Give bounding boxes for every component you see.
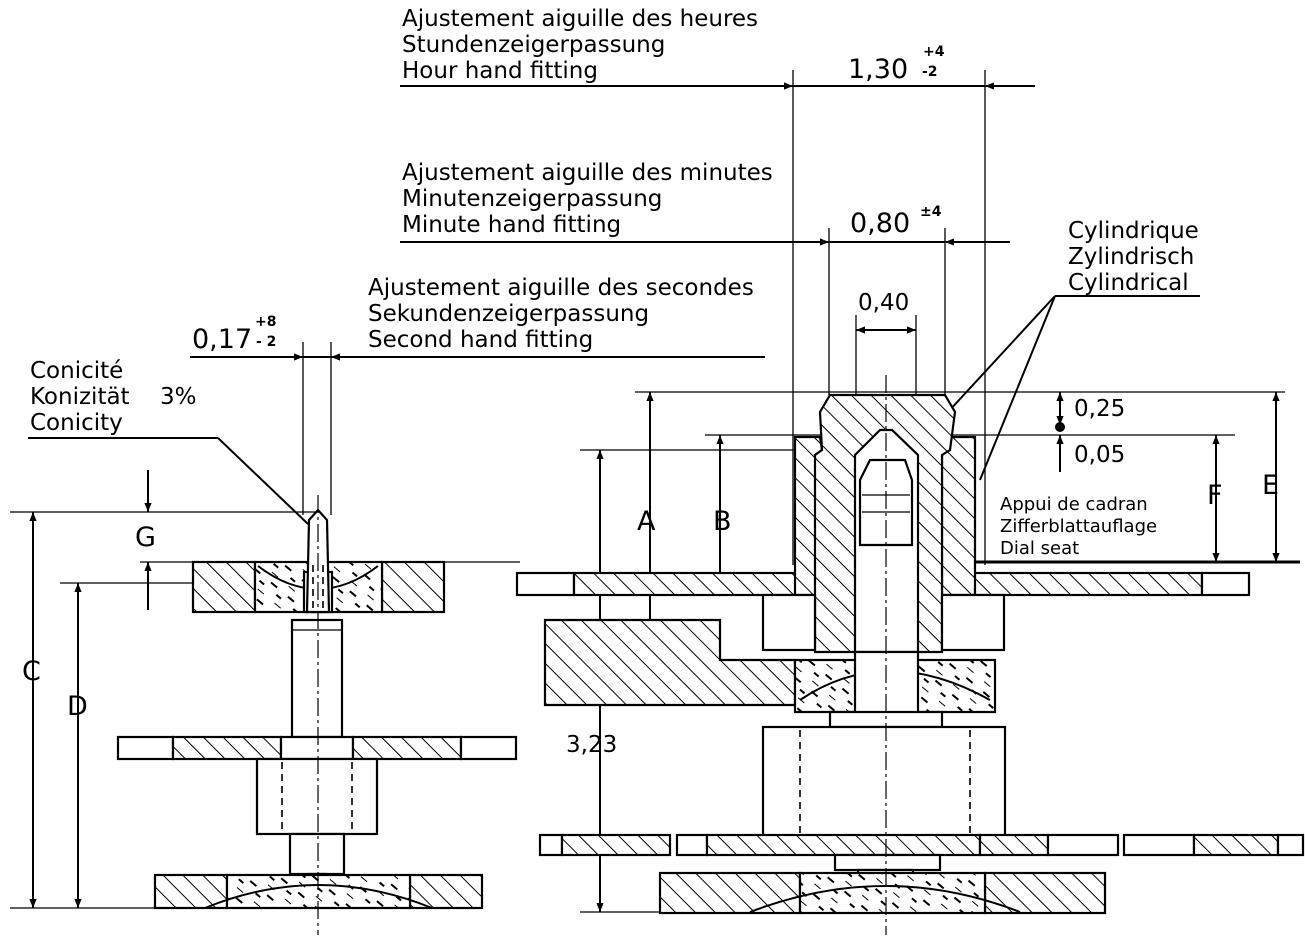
- letter-a: A: [637, 506, 656, 537]
- minute-dim-tol: ±4: [920, 204, 942, 220]
- second-dim-plus: +8: [255, 314, 276, 330]
- conicity-label-fr: Conicité: [30, 358, 123, 384]
- hour-label-fr: Ajustement aiguille des heures: [402, 6, 758, 32]
- dial-seat-label-fr: Appui de cadran: [1000, 494, 1148, 515]
- dial-seat-label-de: Zifferblattauflage: [1000, 516, 1157, 537]
- dial-seat-label-group: Appui de cadran Zifferblattauflage Dial …: [1000, 494, 1157, 559]
- dimension-values: 0,40 0,25 0,05 3,23: [566, 290, 1125, 758]
- letter-c: C: [22, 656, 41, 687]
- second-label-de: Sekundenzeigerpassung: [368, 301, 649, 327]
- second-dim-minus: - 2: [256, 334, 276, 350]
- hour-label-de: Stundenzeigerpassung: [402, 32, 665, 58]
- conicity-value: 3%: [160, 384, 197, 410]
- dim-025: 0,25: [1074, 396, 1125, 422]
- cylindrical-label-en: Cylindrical: [1068, 270, 1189, 296]
- cylindrical-label-fr: Cylindrique: [1068, 218, 1199, 244]
- center-wheel-assembly: [515, 375, 1305, 935]
- second-dim-value: 0,17: [192, 324, 252, 355]
- second-label-en: Second hand fitting: [368, 327, 593, 353]
- cylindrical-label-de: Zylindrisch: [1068, 244, 1194, 270]
- letter-f: F: [1207, 480, 1223, 511]
- minute-hand-label-group: Ajustement aiguille des minutes Minutenz…: [402, 160, 942, 239]
- conicity-label-en: Conicity: [30, 410, 123, 436]
- hour-dim-value: 1,30: [848, 54, 908, 85]
- dial-seat-label-en: Dial seat: [1000, 538, 1079, 559]
- conicity-leader: [28, 437, 309, 525]
- dim-005: 0,05: [1074, 442, 1125, 468]
- dim-323: 3,23: [566, 732, 617, 758]
- letter-b: B: [713, 506, 732, 537]
- minute-label-en: Minute hand fitting: [402, 212, 621, 238]
- second-hand-label-group: Ajustement aiguille des secondes Sekunde…: [192, 275, 754, 355]
- hour-dim-plus: +4: [923, 44, 945, 60]
- minute-dim-value: 0,80: [850, 208, 910, 239]
- hour-label-en: Hour hand fitting: [402, 58, 598, 84]
- hour-dimension-lines: [400, 70, 1035, 565]
- second-wheel-assembly: [10, 470, 520, 935]
- cylindrical-leaders: [947, 295, 1200, 481]
- dim-040: 0,40: [858, 290, 909, 316]
- conicity-label-de: Konizität: [30, 384, 130, 410]
- hour-dim-minus: -2: [922, 64, 938, 80]
- letter-g: G: [135, 522, 156, 553]
- second-label-fr: Ajustement aiguille des secondes: [368, 275, 754, 301]
- cylindrical-label-group: Cylindrique Zylindrisch Cylindrical: [1068, 218, 1199, 296]
- conicity-label-group: Conicité Konizität 3% Conicity: [30, 358, 197, 436]
- hour-hand-label-group: Ajustement aiguille des heures Stundenze…: [402, 6, 945, 85]
- minute-label-de: Minutenzeigerpassung: [402, 186, 662, 212]
- minute-dimension-lines: [400, 228, 1010, 395]
- minute-label-fr: Ajustement aiguille des minutes: [402, 160, 773, 186]
- second-dimension-lines: [190, 342, 765, 515]
